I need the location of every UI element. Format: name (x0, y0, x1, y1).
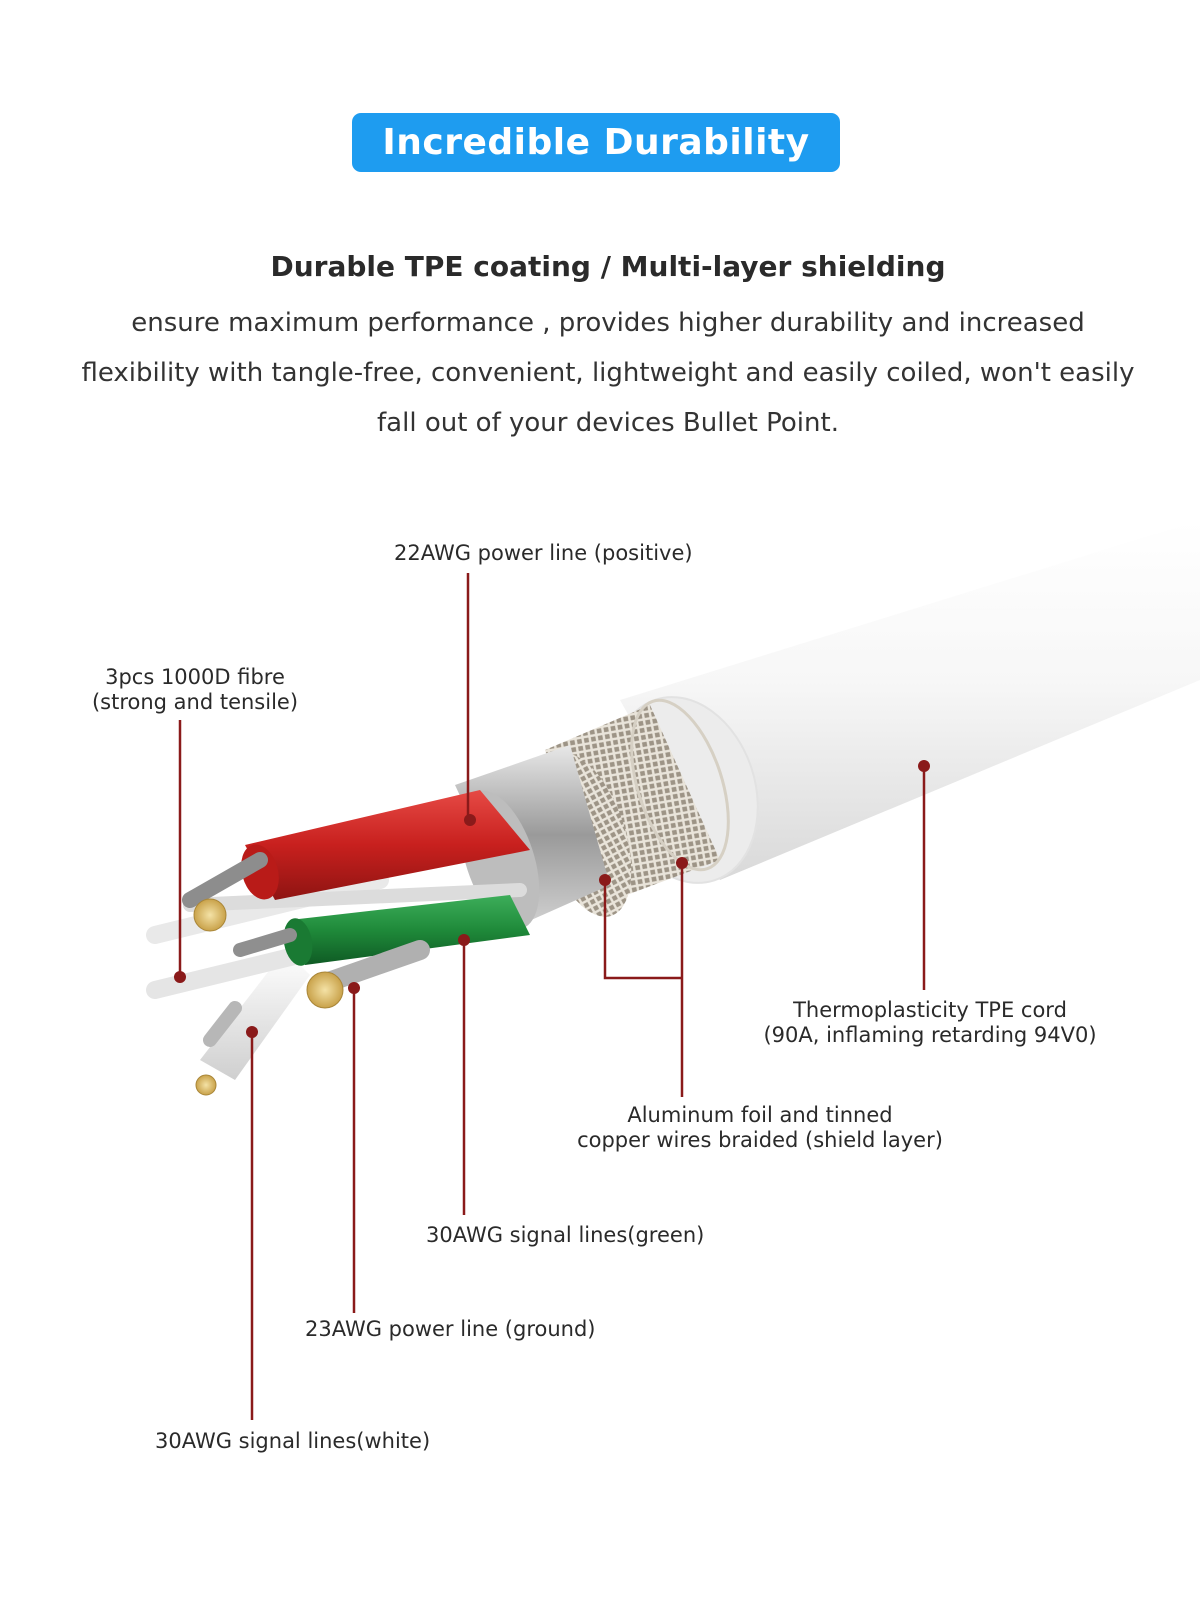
label-tpe-cord: Thermoplasticity TPE cord (90A, inflamin… (745, 998, 1115, 1048)
description-line-3: fall out of your devices Bullet Point. (377, 408, 839, 438)
label-signal-white: 30AWG signal lines(white) (155, 1429, 431, 1453)
leader-dots (174, 760, 930, 1038)
label-power-ground: 23AWG power line (ground) (305, 1317, 596, 1341)
dot-fibre (174, 971, 186, 983)
red-power-wire (182, 790, 530, 932)
white-signal-wire (195, 950, 310, 1096)
leader-lines (178, 573, 926, 1420)
ground-wire (306, 940, 430, 1009)
description-line-1: ensure maximum performance , provides hi… (131, 308, 1085, 338)
dot-power-positive (464, 814, 476, 826)
label-signal-green: 30AWG signal lines(green) (426, 1223, 705, 1247)
dot-power-ground (348, 982, 360, 994)
description: ensure maximum performance , provides hi… (60, 298, 1156, 448)
dot-signal-green (458, 934, 470, 946)
title-banner: Incredible Durability (352, 113, 840, 172)
label-power-positive: 22AWG power line (positive) (394, 541, 693, 565)
leader-shield (603, 863, 684, 1097)
label-tpe-line-2: (90A, inflaming retarding 94V0) (763, 1023, 1097, 1047)
section-heading: Durable TPE coating / Multi-layer shield… (270, 250, 946, 283)
description-line-2: flexibility with tangle-free, convenient… (81, 358, 1135, 388)
dot-foil (599, 874, 611, 886)
label-fibre-line-2: (strong and tensile) (91, 690, 299, 714)
dot-braid (676, 857, 688, 869)
banner-title: Incredible Durability (382, 122, 810, 163)
label-shield-layer: Aluminum foil and tinned copper wires br… (560, 1103, 960, 1153)
label-tpe-line-1: Thermoplasticity TPE cord (793, 998, 1067, 1022)
label-fibre: 3pcs 1000D fibre (strong and tensile) (80, 665, 310, 715)
label-shield-line-2: copper wires braided (shield layer) (577, 1128, 943, 1152)
dot-signal-white (246, 1026, 258, 1038)
green-signal-wire (233, 895, 530, 966)
label-shield-line-1: Aluminum foil and tinned (627, 1103, 893, 1127)
dot-tpe (918, 760, 930, 772)
label-fibre-line-1: 3pcs 1000D fibre (105, 665, 285, 689)
